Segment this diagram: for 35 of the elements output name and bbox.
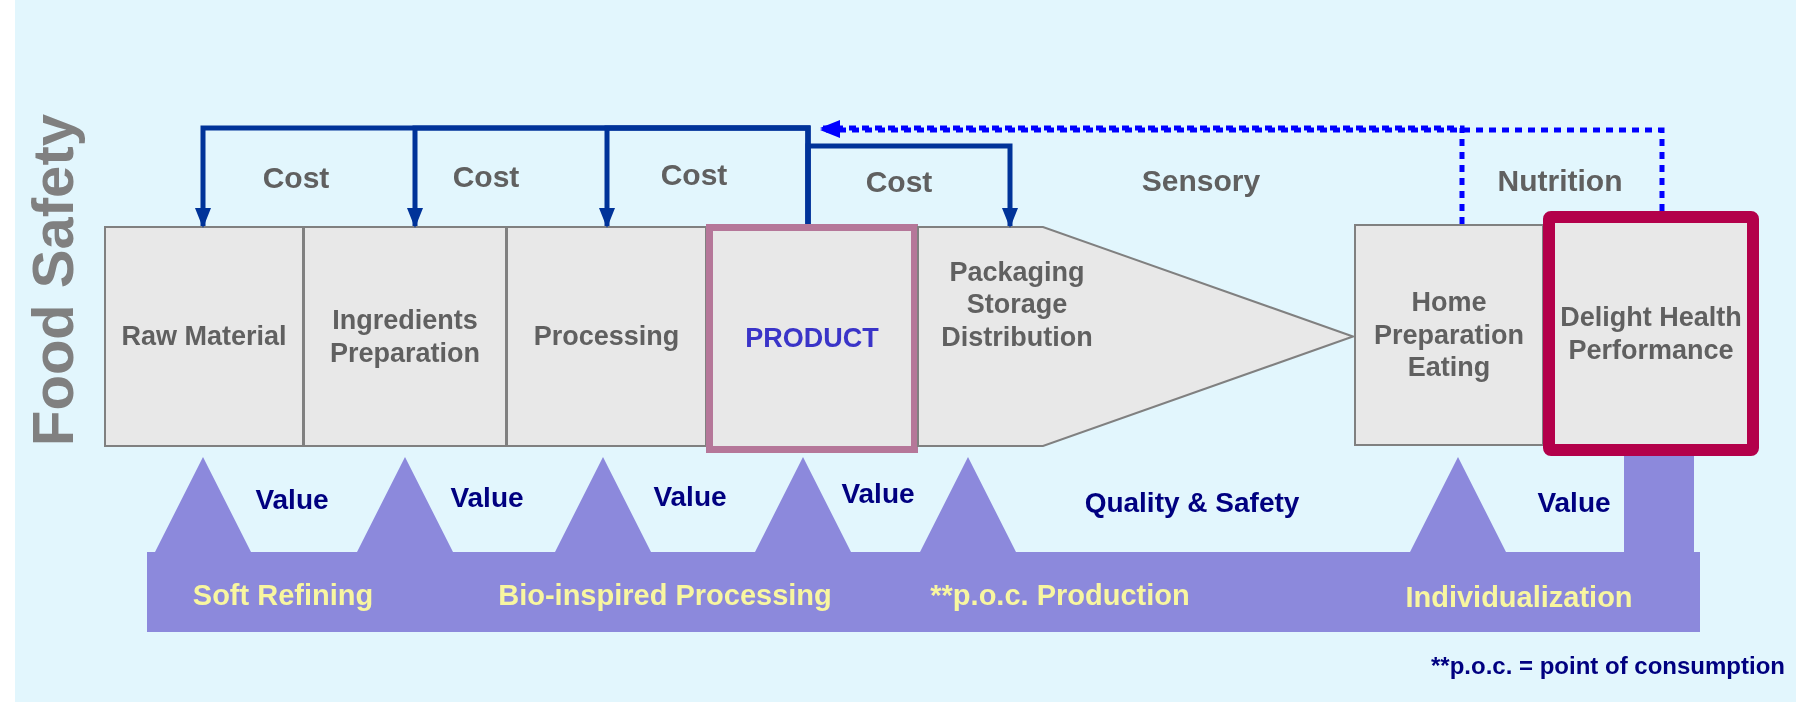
footnote: **p.o.c. = point of consumption xyxy=(1431,652,1785,680)
box-label: Processing xyxy=(533,320,680,353)
band-label: Individualization xyxy=(1405,580,1633,614)
band-label: Bio-inspired Processing xyxy=(498,578,832,612)
box-label: Delight Health Performance xyxy=(1559,301,1743,366)
arrow xyxy=(820,120,1465,224)
process-box xyxy=(303,226,507,447)
product-box xyxy=(706,224,918,453)
band-label: Soft Refining xyxy=(192,578,374,612)
arrow xyxy=(805,143,1018,228)
value-label: Value xyxy=(653,481,727,513)
cost-label: Cost xyxy=(660,158,728,192)
cost-label: Cost xyxy=(262,161,330,195)
value-label: Quality & Safety xyxy=(1084,487,1300,519)
box-label: Packaging Storage Distribution xyxy=(940,256,1094,354)
highlight-box xyxy=(1543,211,1759,456)
box-label: PRODUCT xyxy=(745,322,879,355)
band-label: **p.o.c. Production xyxy=(930,578,1190,612)
value-label: Value xyxy=(841,478,915,510)
box-label: Ingredients Preparation xyxy=(328,304,481,369)
cost-label: Cost xyxy=(865,165,933,199)
process-box xyxy=(104,226,304,447)
category-label: Nutrition xyxy=(1497,164,1623,198)
value-label: Value xyxy=(450,482,524,514)
value-label: Value xyxy=(255,484,329,516)
value-label: Value xyxy=(1537,487,1611,519)
cost-label: Cost xyxy=(452,160,520,194)
arrow xyxy=(599,125,811,228)
pentagon-arrow-box xyxy=(917,226,1354,447)
process-box xyxy=(506,226,707,447)
box-label: Raw Material xyxy=(121,320,287,353)
category-label: Sensory xyxy=(1141,164,1261,198)
process-box xyxy=(1354,224,1544,446)
side-title: Food Safety xyxy=(18,114,86,446)
box-label: Home Preparation Eating xyxy=(1372,286,1525,384)
